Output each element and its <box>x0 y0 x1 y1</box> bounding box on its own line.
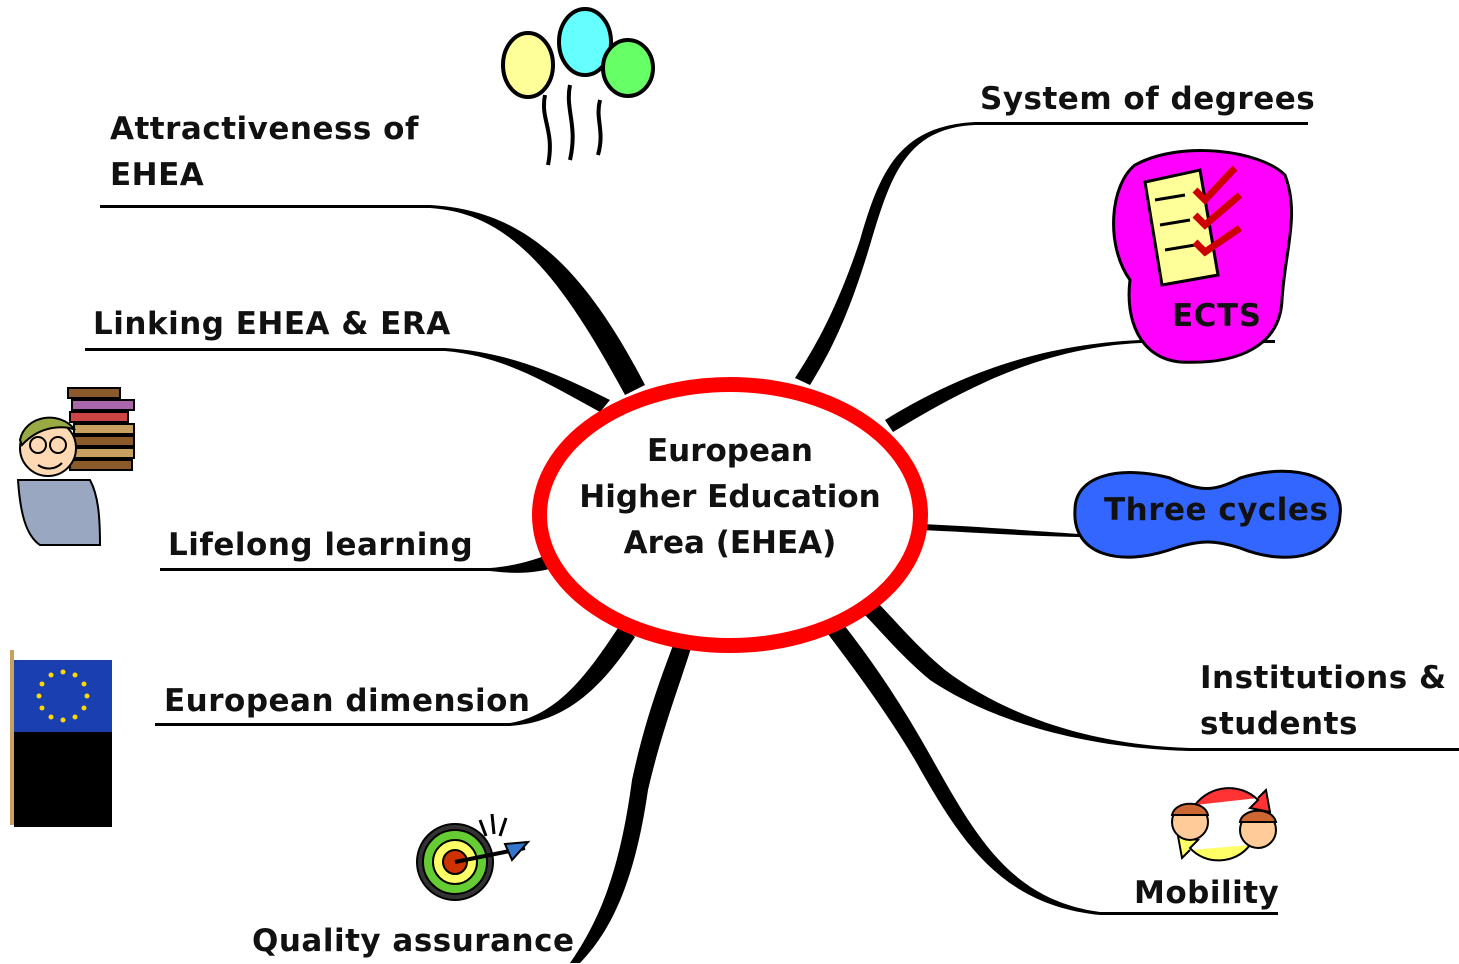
branch-lifelong <box>160 552 560 573</box>
center-line-3: Area (EHEA) <box>623 525 837 561</box>
balloons-icon <box>501 7 655 166</box>
label-mobility: Mobility <box>1134 875 1280 911</box>
label-linking: Linking EHEA & ERA <box>93 306 451 342</box>
branch-quality <box>570 640 692 963</box>
branch-three-cycles <box>920 524 1330 537</box>
eu-flag-icon <box>10 650 112 827</box>
label-attractiveness-line2: EHEA <box>110 157 205 193</box>
center-ring <box>532 377 928 653</box>
label-attractiveness-line1: Attractiveness of <box>110 111 419 147</box>
center-topic: European Higher Education Area (EHEA) <box>560 428 900 566</box>
center-line-2: Higher Education <box>579 479 881 515</box>
label-quality: Quality assurance <box>252 923 575 959</box>
branch-ects <box>885 340 1275 432</box>
label-three-cycles: Three cycles <box>1104 492 1329 528</box>
branch-institutions <box>860 600 1459 751</box>
center-line-1: European <box>646 433 814 469</box>
label-institutions-line1: Institutions & <box>1200 660 1447 696</box>
label-system-of-degrees: System of degrees <box>980 81 1316 117</box>
label-european-dimension: European dimension <box>164 683 531 719</box>
label-institutions-line2: students <box>1200 706 1358 742</box>
three-cycles-blob <box>1073 469 1342 559</box>
branch-attractiveness <box>100 205 645 395</box>
exchange-people-icon <box>1170 787 1278 862</box>
label-lifelong: Lifelong learning <box>168 527 474 563</box>
checklist-icon <box>1143 165 1243 287</box>
dartboard-icon <box>416 813 531 901</box>
branch-linking <box>85 348 610 412</box>
student-with-books-icon <box>16 387 135 546</box>
label-ects: ECTS <box>1172 298 1262 334</box>
center-ring-inner <box>547 392 913 638</box>
branches <box>85 122 1459 963</box>
